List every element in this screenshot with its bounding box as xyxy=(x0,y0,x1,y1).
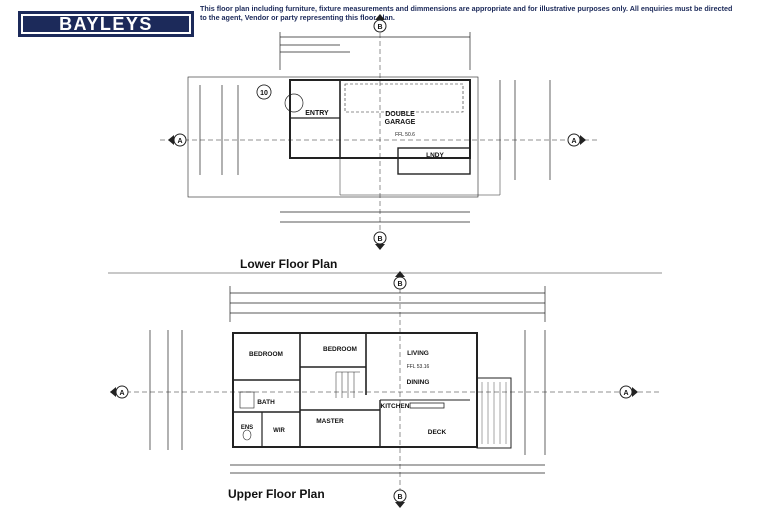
ffl-upper: FFL 53.16 xyxy=(407,364,430,370)
room-label-garage-2: GARAGE xyxy=(385,119,416,126)
svg-text:B: B xyxy=(397,281,402,288)
svg-text:A: A xyxy=(623,390,628,397)
ffl-lower: FFL 50.6 xyxy=(395,132,415,138)
svg-text:A: A xyxy=(571,138,576,145)
room-label-living: LIVING xyxy=(407,350,429,357)
section-marker-a-upper-right: A xyxy=(619,385,638,399)
lower-floor-title: Lower Floor Plan xyxy=(240,257,338,271)
svg-text:10: 10 xyxy=(260,90,268,97)
section-marker-b-lower-top: B xyxy=(373,14,387,33)
section-marker-b-lower-bottom: B xyxy=(373,231,387,250)
room-label-ens: ENS xyxy=(241,425,253,431)
room-label-bedroom-1: BEDROOM xyxy=(249,351,283,358)
bayleys-logo: BAYLEYS xyxy=(18,11,194,37)
section-marker-a-lower-left: A xyxy=(168,133,187,147)
room-label-deck: DECK xyxy=(428,429,447,436)
svg-text:A: A xyxy=(177,138,182,145)
upper-floor-title: Upper Floor Plan xyxy=(228,487,325,501)
room-label-garage-1: DOUBLE xyxy=(385,111,415,118)
room-label-bedroom-2: BEDROOM xyxy=(323,346,357,353)
svg-text:A: A xyxy=(119,390,124,397)
svg-text:B: B xyxy=(397,494,402,501)
disclaimer-text: This floor plan including furniture, fix… xyxy=(200,4,733,22)
room-label-master: MASTER xyxy=(316,418,344,425)
room-label-laundry: LNDY xyxy=(426,152,444,159)
svg-text:B: B xyxy=(377,24,382,31)
logo-text: BAYLEYS xyxy=(23,15,189,33)
svg-text:B: B xyxy=(377,236,382,243)
section-marker-a-lower-right: A xyxy=(567,133,586,147)
section-marker-b-upper-top: B xyxy=(393,271,407,290)
room-label-bath: BATH xyxy=(257,399,275,406)
section-marker-a-upper-left: A xyxy=(110,385,129,399)
room-label-entry: ENTRY xyxy=(305,110,329,117)
room-label-dining: DINING xyxy=(407,379,430,386)
section-marker-b-upper-bottom: B xyxy=(393,489,407,508)
room-label-kitchen: KITCHEN xyxy=(381,403,410,410)
room-label-wir: WIR xyxy=(273,428,285,434)
level-marker: 10 xyxy=(256,84,272,100)
